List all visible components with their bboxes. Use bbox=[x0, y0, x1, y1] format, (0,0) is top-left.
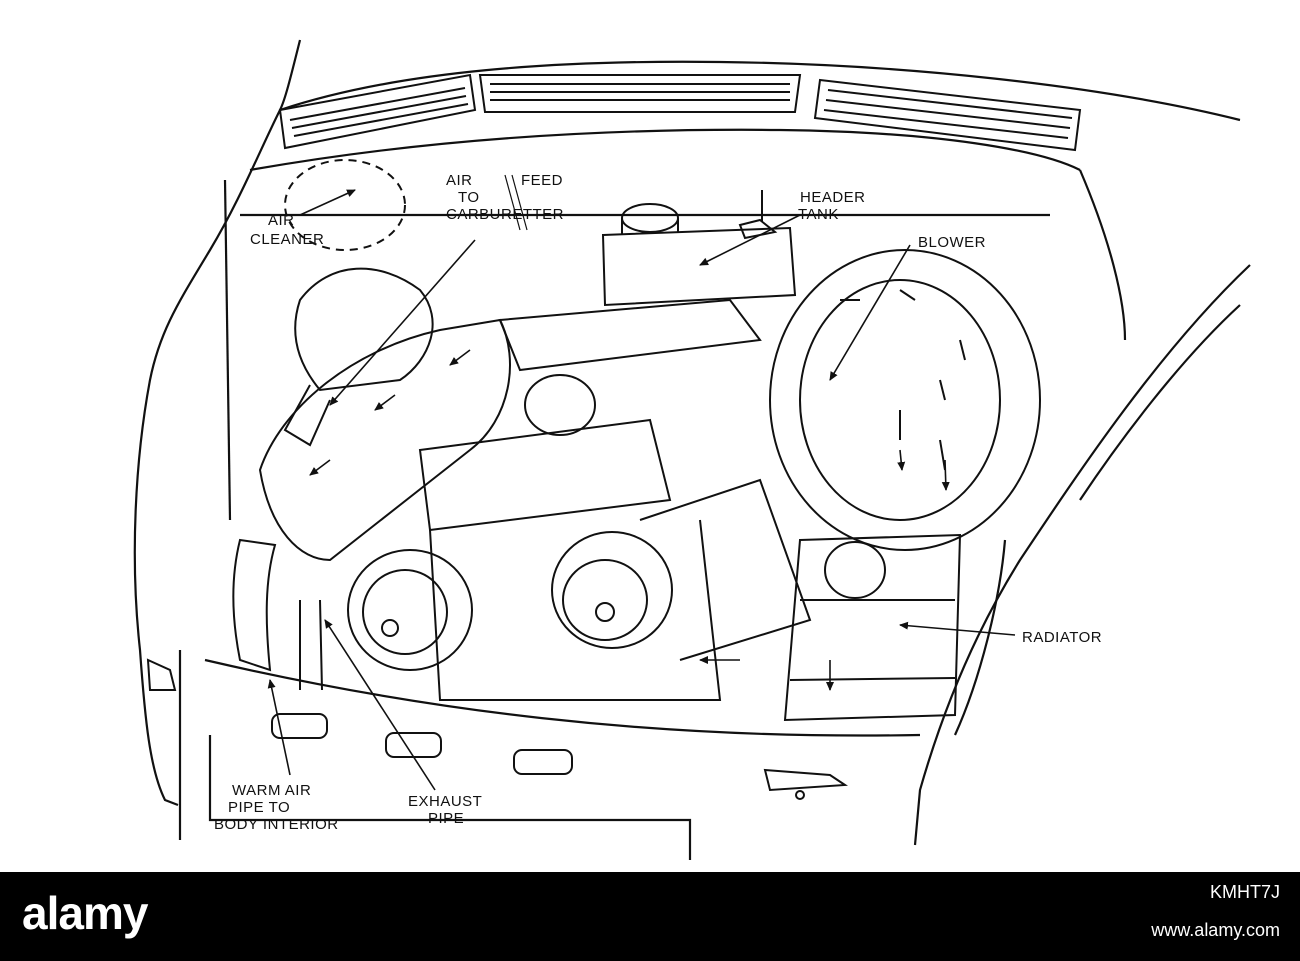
fan-pulley bbox=[347, 549, 473, 671]
stock-footer-bar: alamy KMHT7J www.alamy.com bbox=[0, 872, 1300, 961]
label-warm-air-line2: PIPE TO bbox=[228, 799, 290, 816]
exhaust-pipe bbox=[299, 599, 323, 691]
engine-bay-diagram: AIR FEED TO CARBURETTER AIR CLEANER HEAD… bbox=[133, 39, 1251, 860]
label-air-feed-line1b: FEED bbox=[521, 172, 563, 189]
boot-handle bbox=[763, 768, 849, 800]
image-id: KMHT7J bbox=[1209, 882, 1280, 902]
side-knob bbox=[146, 658, 177, 691]
radiator bbox=[783, 533, 962, 722]
air-grille-right bbox=[813, 78, 1082, 152]
site-url: www.alamy.com bbox=[1151, 920, 1280, 940]
air-cleaner bbox=[283, 159, 434, 447]
warm-air-pipe bbox=[232, 538, 277, 672]
car-body-outline bbox=[133, 39, 1251, 860]
label-air-feed-line1a: AIR bbox=[446, 172, 473, 189]
blower-housing bbox=[769, 249, 1041, 551]
label-radiator: RADIATOR bbox=[1022, 629, 1102, 646]
label-warm-air-line1: WARM AIR bbox=[232, 782, 311, 799]
label-air-cleaner-line1: AIR bbox=[268, 212, 295, 229]
label-leader-lines bbox=[267, 174, 1016, 791]
air-grille-center bbox=[478, 74, 802, 113]
label-blower: BLOWER bbox=[918, 234, 986, 251]
label-exhaust-line1: EXHAUST bbox=[408, 793, 482, 810]
engine-block bbox=[258, 298, 762, 701]
label-air-feed-line3: CARBURETTER bbox=[446, 206, 564, 223]
label-header-tank-line1: HEADER bbox=[800, 189, 866, 206]
air-grille-left bbox=[278, 73, 477, 150]
label-air-feed-line2: TO bbox=[458, 189, 480, 206]
label-header-tank-line2: TANK bbox=[798, 206, 839, 223]
header-tank bbox=[601, 190, 797, 307]
airflow-arrows bbox=[309, 349, 950, 691]
diagram-labels: AIR FEED TO CARBURETTER AIR CLEANER HEAD… bbox=[214, 172, 1102, 833]
label-exhaust-line2: PIPE bbox=[428, 810, 464, 827]
dynamo-pulley bbox=[551, 478, 812, 661]
brand-logo: alamy bbox=[22, 887, 148, 939]
panel-slots bbox=[271, 713, 573, 775]
label-warm-air-line3: BODY INTERIOR bbox=[214, 816, 339, 833]
label-air-cleaner-line2: CLEANER bbox=[250, 231, 324, 248]
